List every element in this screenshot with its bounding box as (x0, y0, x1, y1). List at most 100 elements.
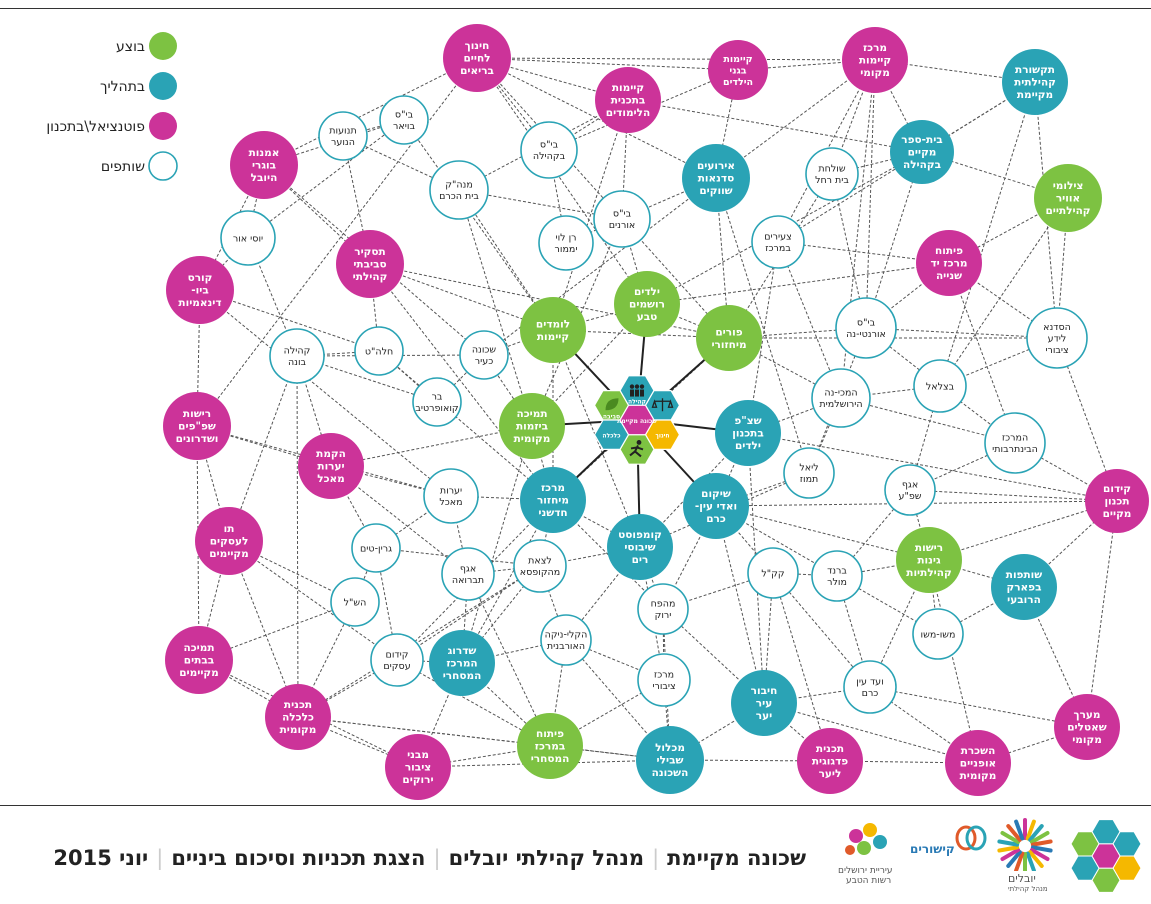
node-circle (230, 131, 298, 199)
node-label: ירוק (655, 610, 672, 621)
node-label: הקלי-ניקה (545, 630, 588, 641)
node-partner[interactable]: משו-משו (912, 608, 964, 660)
node-circle (783, 447, 835, 499)
edge-n27-n64 (296, 355, 299, 718)
edge-n4-n26 (1034, 81, 1058, 339)
node-partner[interactable]: בצלאל (913, 359, 967, 413)
node-label: תכנון (1104, 496, 1129, 508)
node-label: ואדי עין- (695, 501, 737, 513)
node-label: כלכלה (282, 712, 314, 724)
node-label: הרובעי (1007, 594, 1041, 606)
node-circle (443, 24, 511, 92)
node-label: מאכל (439, 497, 462, 508)
node-partner[interactable]: הש"ל (330, 577, 380, 627)
node-label: פיתוח (536, 728, 564, 740)
node-partner[interactable]: חלה"ט (354, 326, 404, 376)
edge-n1-n2 (476, 57, 739, 71)
node-label: פדגוגית (812, 756, 848, 768)
node-label: תכנית (284, 699, 312, 711)
node-circle (423, 468, 479, 524)
node-partner[interactable]: יוסי אור (220, 210, 276, 266)
node-label: קידום (1103, 483, 1131, 495)
node-label: השכונה (652, 767, 689, 779)
legend-label: בתהליך (100, 79, 145, 95)
node-label: שווקים (699, 185, 732, 197)
node-circle (945, 730, 1011, 796)
node-label: רושמים (629, 299, 665, 311)
node-partner[interactable]: קק"ל (747, 547, 799, 599)
node-label: בית הכרם (439, 191, 479, 202)
node-label: בויאר (393, 121, 415, 132)
edge-n3-n32 (840, 59, 876, 399)
node-label: ליאל (799, 463, 818, 474)
node-partner[interactable]: גרין-טים (351, 523, 401, 573)
hub-hex-label: סביבה (603, 413, 620, 420)
node-label: גינות (917, 555, 941, 567)
node-label: ירוקים (402, 774, 433, 786)
